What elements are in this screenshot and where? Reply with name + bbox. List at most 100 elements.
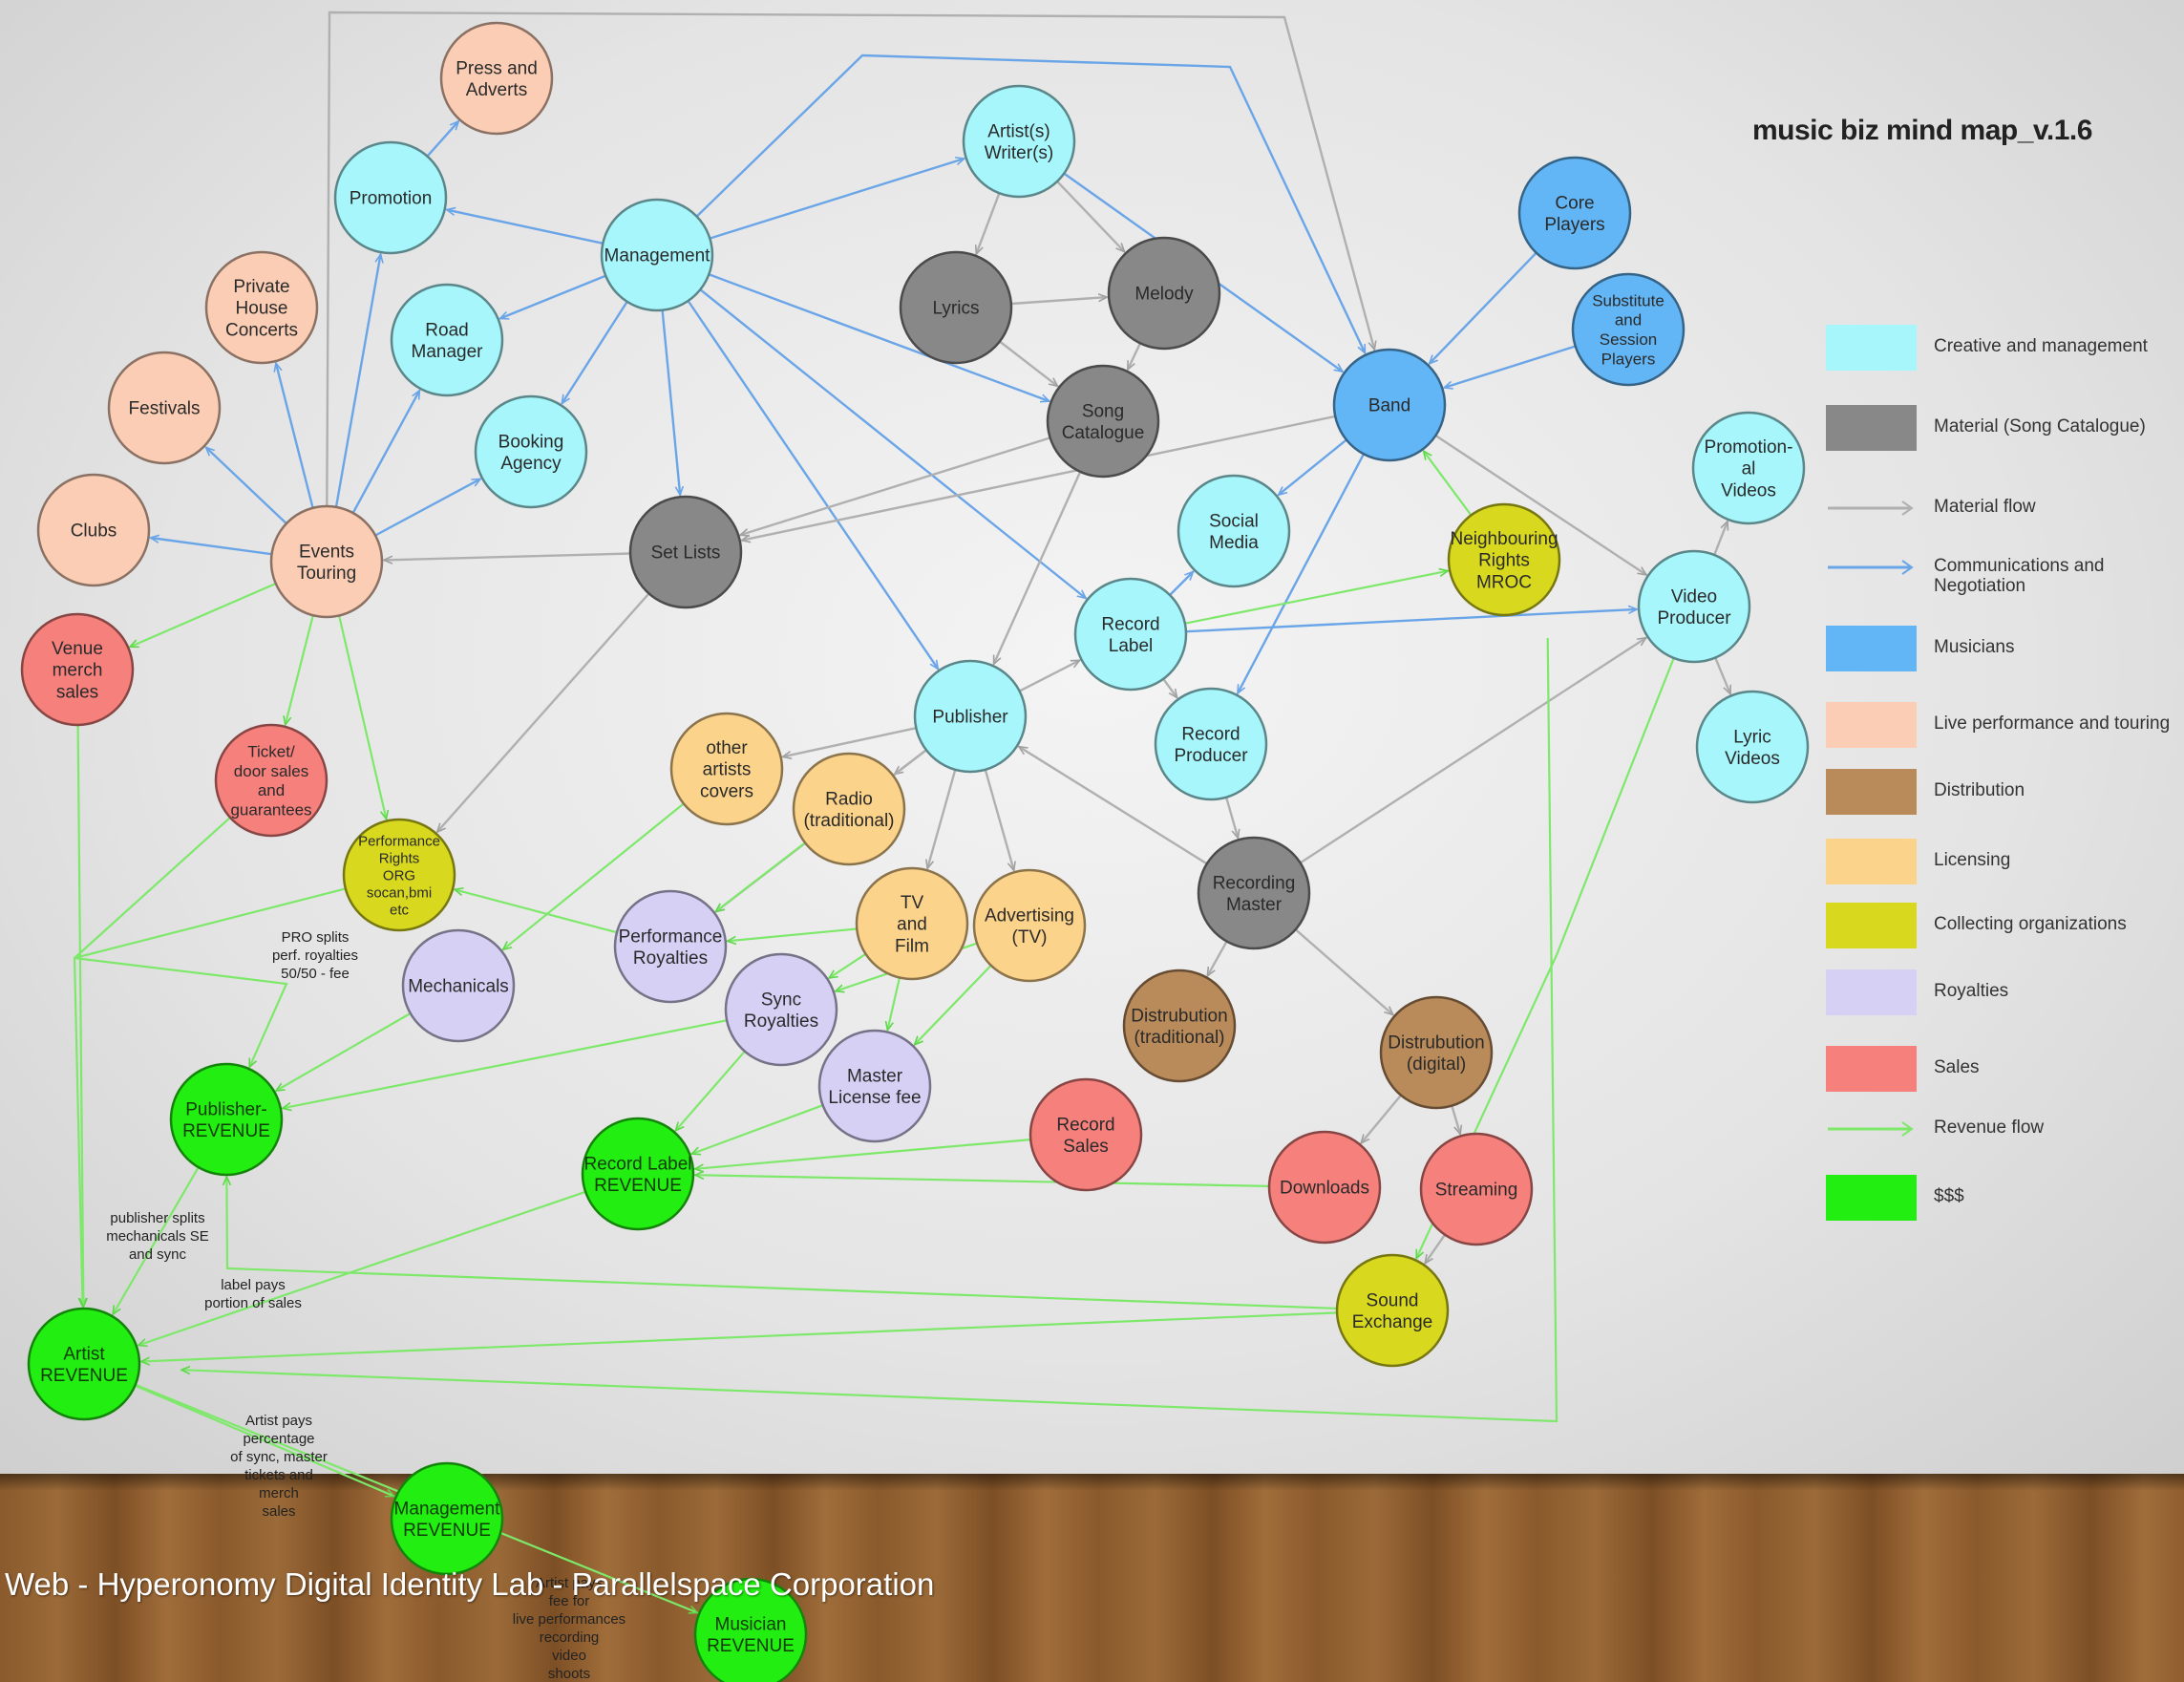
node-circle-social xyxy=(1177,474,1291,588)
edge-recmaster-to-disttrad xyxy=(1206,941,1228,976)
node-advertising[interactable]: Advertising(TV) xyxy=(972,868,1087,983)
node-label-setlists: Set Lists xyxy=(651,543,721,564)
node-clubs[interactable]: Clubs xyxy=(36,473,151,587)
node-circle-lyricvideos xyxy=(1695,690,1810,804)
node-distdigital[interactable]: Distrubution(digital) xyxy=(1379,995,1494,1110)
edge-management-to-booking xyxy=(562,301,628,404)
legend-label: Revenue flow xyxy=(1934,1118,2045,1138)
node-publisherrev[interactable]: Publisher-REVENUE xyxy=(169,1062,284,1177)
edge-events-to-venuemerch xyxy=(130,582,277,649)
node-disttrad[interactable]: Distrubution(traditional) xyxy=(1122,969,1237,1083)
node-label-publisher: Publisher xyxy=(932,708,1008,728)
node-promotion[interactable]: Promotion xyxy=(333,140,448,255)
edge-events-to-booking xyxy=(374,478,480,537)
legend-arrow-icon xyxy=(1828,1121,1914,1137)
node-label-streaming: Streaming xyxy=(1435,1181,1518,1201)
legend-label: Sales xyxy=(1934,1057,1980,1077)
node-mechanicals[interactable]: Mechanicals xyxy=(401,928,516,1043)
node-setlists[interactable]: Set Lists xyxy=(628,495,743,609)
legend-row: Creative and management xyxy=(1826,325,2179,373)
node-publisher[interactable]: Publisher xyxy=(913,659,1028,774)
node-lyrics[interactable]: Lyrics xyxy=(899,250,1013,365)
node-band[interactable]: Band xyxy=(1332,348,1447,462)
edge-recmaster-to-videoproducer xyxy=(1299,638,1646,864)
node-circle-management xyxy=(600,198,714,312)
edge-videoproducer-to-promovideos xyxy=(1713,522,1728,556)
edge-management-to-publisher xyxy=(687,300,939,669)
edge-recordlabelrev-to-artistrev xyxy=(138,1190,586,1346)
edge-recordlabel-to-neighbouring xyxy=(1184,571,1448,625)
node-streaming[interactable]: Streaming xyxy=(1419,1132,1534,1246)
legend-row: Material (Song Catalogue) xyxy=(1826,405,2179,453)
edge-soundexchange-to-artistrev xyxy=(141,1311,1338,1361)
node-downloads[interactable]: Downloads xyxy=(1267,1130,1382,1245)
edge-events-to-clubs xyxy=(151,538,272,556)
node-label-disttrad: Distrubution(traditional) xyxy=(1131,1006,1227,1048)
edge-neighbouring-to-artistrev xyxy=(181,637,1558,1423)
node-circle-tvfilm xyxy=(855,866,969,981)
node-label-festivals: Festivals xyxy=(129,399,201,419)
edge-song-to-setlists xyxy=(740,436,1051,535)
legend-label: Material flow xyxy=(1934,497,2036,517)
node-circle-disttrad xyxy=(1122,969,1237,1083)
legend-arrow-icon xyxy=(1828,500,1914,516)
node-circle-events xyxy=(269,504,384,619)
edge-events-to-pro xyxy=(338,615,386,820)
legend-row: Live performance and touring xyxy=(1826,702,2179,750)
legend-swatch xyxy=(1826,769,1917,815)
legend-swatch xyxy=(1826,903,1917,948)
node-festivals[interactable]: Festivals xyxy=(107,351,222,465)
node-circle-core xyxy=(1517,156,1632,270)
legend-row: Licensing xyxy=(1826,839,2179,886)
edge-tvfilm-to-masterlicense xyxy=(887,977,901,1031)
edge-band-to-recordproducer xyxy=(1236,453,1366,693)
node-circle-streaming xyxy=(1419,1132,1534,1246)
edge-distdigital-to-downloads xyxy=(1361,1094,1402,1143)
edge-substitute-to-band xyxy=(1444,345,1577,388)
node-artist[interactable]: Artist(s)Writer(s) xyxy=(962,84,1076,199)
node-management[interactable]: Management xyxy=(600,198,714,312)
edge-streaming-to-soundexchange xyxy=(1425,1234,1446,1264)
node-label-promotion: Promotion xyxy=(350,189,433,209)
edge-radio-to-perfroyalties xyxy=(716,841,806,911)
legend-swatch xyxy=(1826,1175,1917,1221)
edge-management-to-band xyxy=(695,53,1367,353)
node-melody[interactable]: Melody xyxy=(1107,236,1221,351)
node-radio[interactable]: Radio(traditional) xyxy=(792,752,906,866)
